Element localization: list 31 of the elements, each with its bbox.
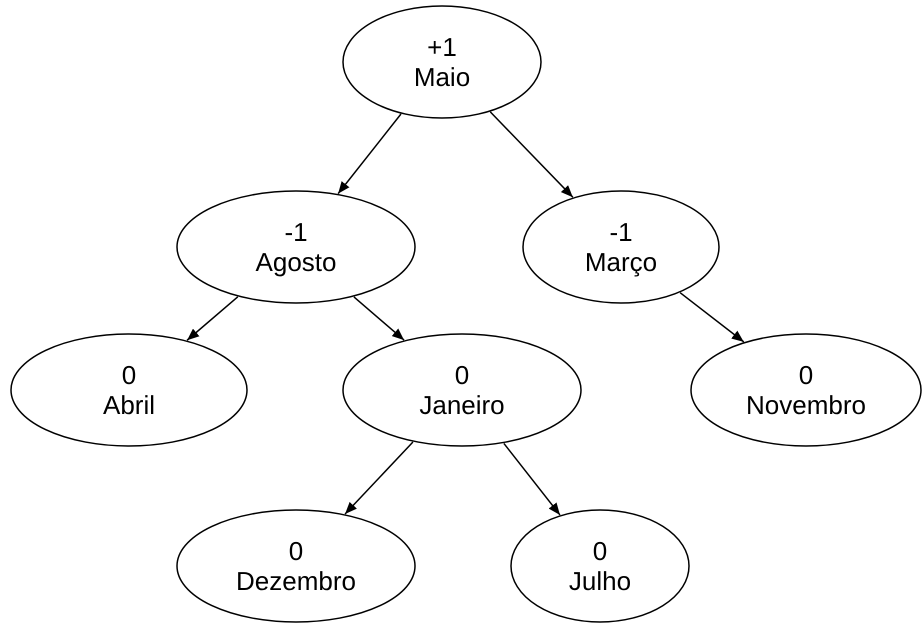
balance-factor: 0 xyxy=(454,360,470,390)
tree-node-ellipse xyxy=(522,190,720,304)
tree-node-ellipse xyxy=(342,5,542,119)
tree-node-ellipse xyxy=(342,333,582,447)
node-label: Maio xyxy=(414,62,470,92)
balance-factor: +1 xyxy=(427,32,457,62)
node-label: Dezembro xyxy=(236,566,356,596)
tree-node-ellipse xyxy=(690,333,922,447)
balance-factor: -1 xyxy=(609,217,633,247)
tree-node-ellipse xyxy=(176,190,416,304)
node-label: Abril xyxy=(102,390,155,420)
arrow xyxy=(490,111,574,198)
arrow xyxy=(344,442,414,514)
node-label: Agosto xyxy=(256,247,336,277)
node-label: Janeiro xyxy=(419,390,505,420)
balance-factor: 0 xyxy=(798,360,814,390)
tree-node-ellipse xyxy=(510,509,690,623)
tree-node-ellipse xyxy=(10,333,248,447)
arrow xyxy=(353,296,405,341)
tree-node-ellipse xyxy=(176,509,416,623)
balance-factor: 0 xyxy=(288,536,304,566)
balance-factor: 0 xyxy=(122,360,136,390)
arrow xyxy=(186,296,238,341)
node-label: Março xyxy=(584,247,658,277)
balance-factor: -1 xyxy=(284,217,308,247)
balance-factor: 0 xyxy=(592,536,608,566)
node-label: Julho xyxy=(568,566,632,596)
node-label: Novembro xyxy=(746,390,866,420)
arrow xyxy=(503,442,561,516)
arrow xyxy=(338,114,402,194)
arrow xyxy=(680,292,744,342)
